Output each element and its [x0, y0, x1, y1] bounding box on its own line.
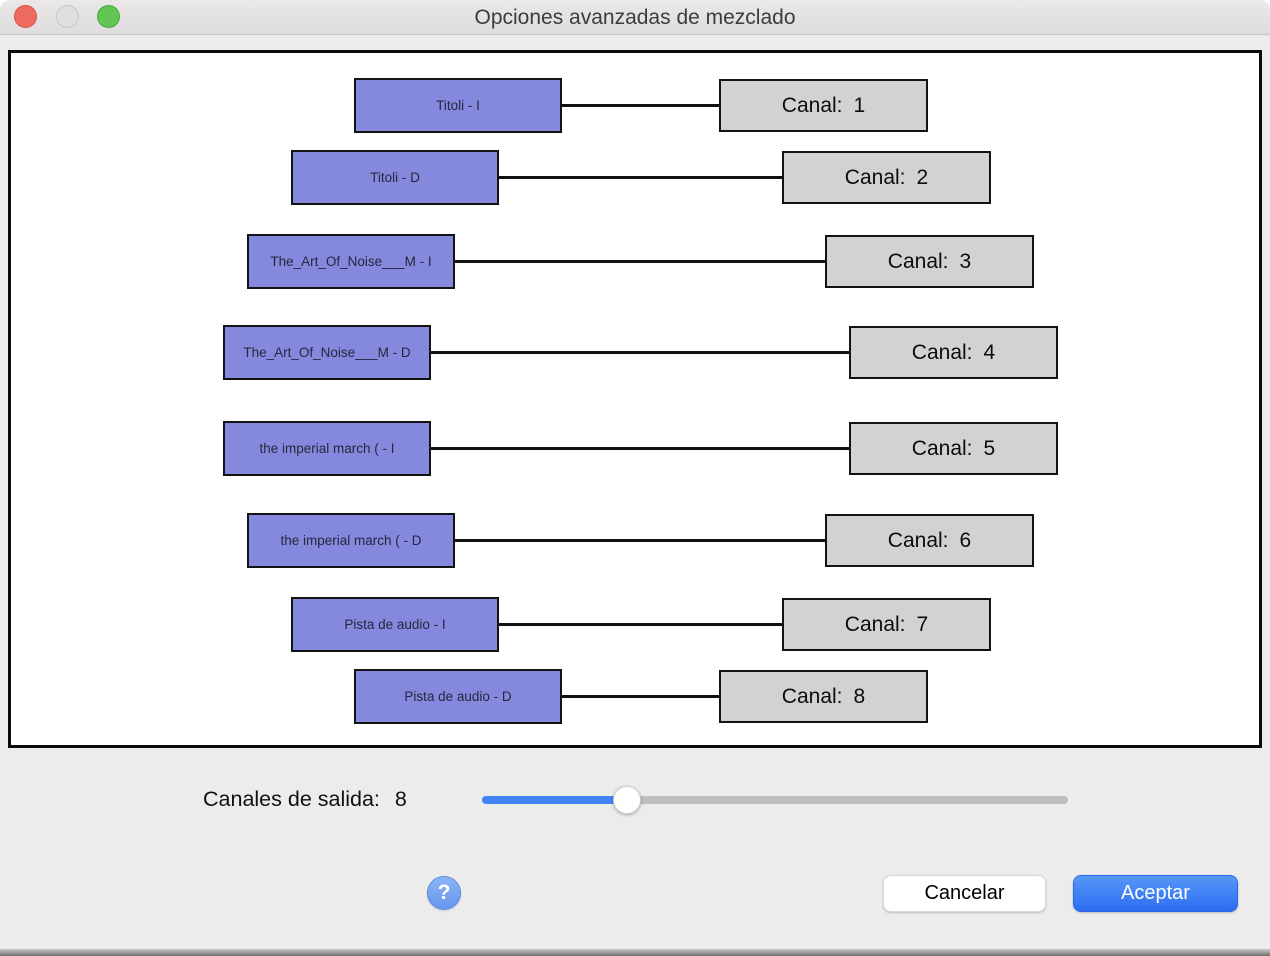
connection-wire: [562, 104, 719, 107]
channel-number: 1: [853, 93, 866, 117]
channel-box[interactable]: Canal: 1: [719, 79, 928, 132]
connection-wire: [499, 623, 782, 626]
channel-label: Canal:: [887, 249, 949, 273]
channel-label: Canal:: [911, 436, 973, 460]
channel-number: 6: [959, 528, 972, 552]
window-title: Opciones avanzadas de mezclado: [474, 6, 796, 29]
connection-wire: [431, 447, 849, 450]
track-box[interactable]: The_Art_Of_Noise___M - D: [223, 325, 431, 380]
accept-button[interactable]: Aceptar: [1073, 875, 1238, 912]
track-box[interactable]: the imperial march ( - I: [223, 421, 431, 476]
zoom-button[interactable]: [97, 5, 120, 28]
track-label: The_Art_Of_Noise___M - I: [270, 254, 432, 269]
mixer-panel: Titoli - I Canal: 1 Titoli - D Canal: 2 Th…: [8, 50, 1262, 748]
channel-box[interactable]: Canal: 4: [849, 326, 1058, 379]
slider-fill: [482, 796, 627, 804]
channel-label: Canal:: [781, 93, 843, 117]
channel-number: 8: [853, 684, 866, 708]
output-channels-caption: Canales de salida:: [203, 787, 380, 811]
cancel-button-label: Cancelar: [924, 882, 1005, 904]
track-label: the imperial march ( - D: [280, 533, 422, 548]
mixer-row: Pista de audio - I Canal: 7: [11, 597, 1259, 652]
channel-number: 4: [983, 340, 996, 364]
channel-box[interactable]: Canal: 3: [825, 235, 1034, 288]
slider-track[interactable]: [482, 796, 1068, 804]
connection-wire: [455, 539, 825, 542]
connection-wire: [431, 351, 849, 354]
title-bar: Opciones avanzadas de mezclado: [0, 0, 1270, 35]
close-button[interactable]: [14, 5, 37, 28]
help-button[interactable]: ?: [427, 876, 461, 910]
window-bottom-edge: [0, 949, 1270, 956]
channel-number: 2: [916, 165, 929, 189]
channel-label: Canal:: [844, 612, 906, 636]
channel-box[interactable]: Canal: 5: [849, 422, 1058, 475]
track-label: Titoli - D: [370, 170, 420, 185]
slider-thumb[interactable]: [613, 786, 641, 814]
output-channels-label: Canales de salida: 8: [203, 784, 407, 814]
mixer-row: The_Art_Of_Noise___M - D Canal: 4: [11, 325, 1259, 380]
accept-button-label: Aceptar: [1121, 882, 1190, 904]
channel-box[interactable]: Canal: 8: [719, 670, 928, 723]
track-label: Pista de audio - I: [344, 617, 446, 632]
track-box[interactable]: Titoli - D: [291, 150, 499, 205]
channel-label: Canal:: [781, 684, 843, 708]
connection-wire: [499, 176, 782, 179]
question-icon: ?: [437, 881, 451, 904]
channel-label: Canal:: [844, 165, 906, 189]
connection-wire: [562, 695, 719, 698]
track-label: Titoli - I: [436, 98, 480, 113]
channel-box[interactable]: Canal: 2: [782, 151, 991, 204]
track-label: Pista de audio - D: [404, 689, 512, 704]
mixer-row: Pista de audio - D Canal: 8: [11, 669, 1259, 724]
track-box[interactable]: The_Art_Of_Noise___M - I: [247, 234, 455, 289]
channel-box[interactable]: Canal: 6: [825, 514, 1034, 567]
output-channels-value: 8: [394, 787, 407, 811]
channel-number: 5: [983, 436, 996, 460]
channel-box[interactable]: Canal: 7: [782, 598, 991, 651]
output-channels-slider[interactable]: [482, 786, 1068, 814]
minimize-button: [56, 5, 79, 28]
track-box[interactable]: Titoli - I: [354, 78, 562, 133]
mixer-row: Titoli - I Canal: 1: [11, 78, 1259, 133]
channel-number: 3: [959, 249, 972, 273]
channel-label: Canal:: [887, 528, 949, 552]
mixer-row: the imperial march ( - D Canal: 6: [11, 513, 1259, 568]
mixer-row: the imperial march ( - I Canal: 5: [11, 421, 1259, 476]
mixer-row: The_Art_Of_Noise___M - I Canal: 3: [11, 234, 1259, 289]
track-box[interactable]: the imperial march ( - D: [247, 513, 455, 568]
track-label: The_Art_Of_Noise___M - D: [243, 345, 411, 360]
mixer-row: Titoli - D Canal: 2: [11, 150, 1259, 205]
track-box[interactable]: Pista de audio - D: [354, 669, 562, 724]
channel-number: 7: [916, 612, 929, 636]
channel-label: Canal:: [911, 340, 973, 364]
track-label: the imperial march ( - I: [259, 441, 395, 456]
cancel-button[interactable]: Cancelar: [883, 875, 1046, 912]
connection-wire: [455, 260, 825, 263]
track-box[interactable]: Pista de audio - I: [291, 597, 499, 652]
